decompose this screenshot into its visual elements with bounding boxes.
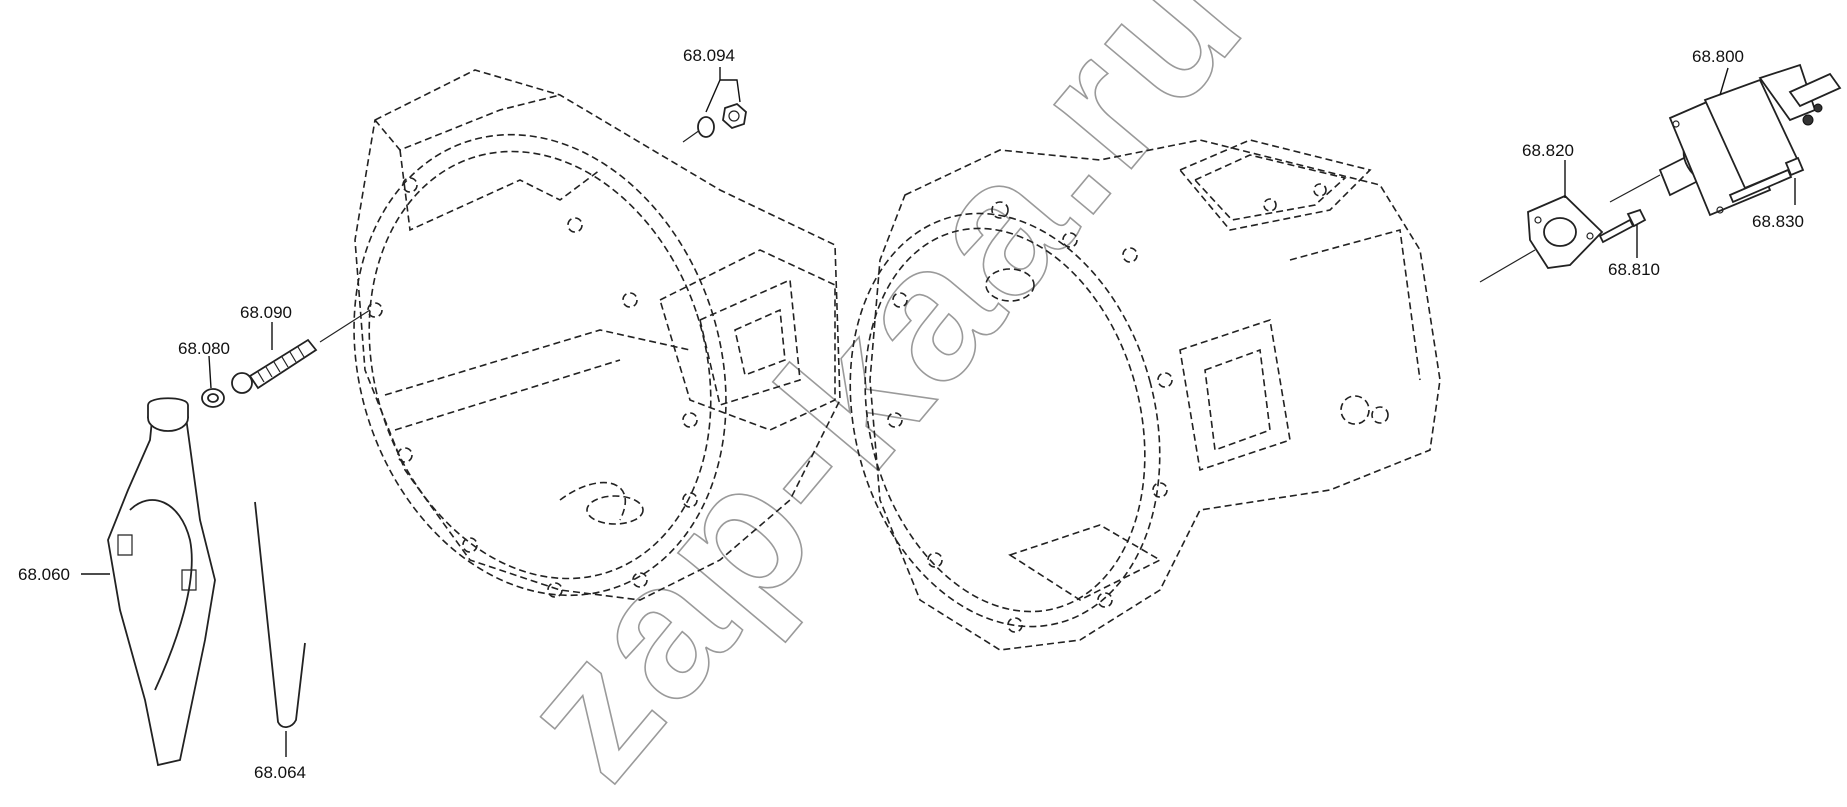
washer-nut-part xyxy=(682,102,747,143)
label-68080: 68.080 xyxy=(178,339,230,358)
clutch-servo-part xyxy=(1609,63,1842,217)
leader-lines xyxy=(81,67,1796,757)
label-68810: 68.810 xyxy=(1608,260,1660,279)
right-gearbox-housing xyxy=(849,139,1441,651)
watermark: zap-kaa.ru xyxy=(478,0,1285,807)
flange-plate-part xyxy=(1479,194,1604,283)
label-68060: 68.060 xyxy=(18,565,70,584)
ball-stud-part xyxy=(231,309,371,394)
part-labels: 68.060 68.064 68.080 68.090 68.094 68.80… xyxy=(18,46,1804,782)
release-fork-part xyxy=(107,397,216,767)
label-68800: 68.800 xyxy=(1692,47,1744,66)
label-68094: 68.094 xyxy=(683,46,735,65)
left-clutch-housing xyxy=(353,69,841,601)
label-68830: 68.830 xyxy=(1752,212,1804,231)
bolt-part-68830 xyxy=(1728,156,1805,204)
washer-part xyxy=(201,388,225,408)
bolt-part-68810 xyxy=(1598,208,1647,244)
label-68090: 68.090 xyxy=(240,303,292,322)
label-68820: 68.820 xyxy=(1522,141,1574,160)
watermark-text: zap-kaa.ru xyxy=(479,0,1284,807)
label-68064: 68.064 xyxy=(254,763,306,782)
wire-clip-part xyxy=(254,501,306,728)
